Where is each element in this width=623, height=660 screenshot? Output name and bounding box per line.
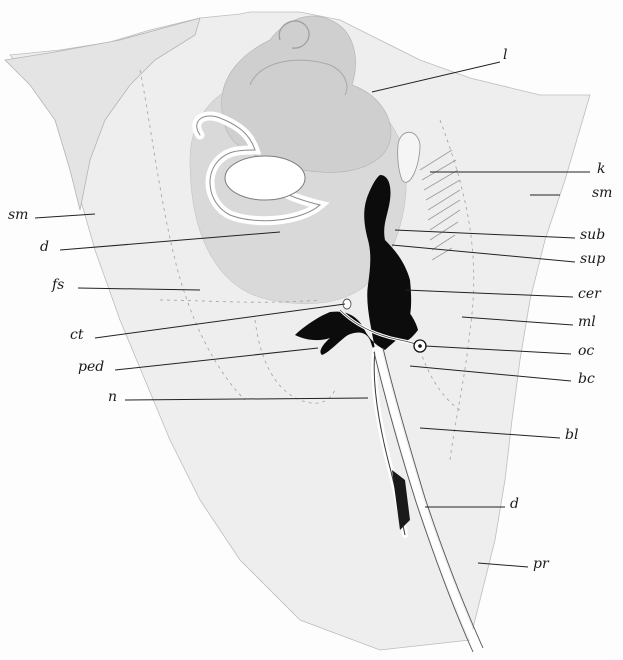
label-ped: ped (78, 360, 104, 374)
label-l: l (503, 48, 507, 62)
duct-loop (225, 156, 305, 200)
statolith (418, 344, 422, 348)
label-cer: cer (578, 287, 601, 301)
label-bc: bc (578, 372, 595, 386)
label-ml: ml (578, 315, 596, 329)
label-n: n (108, 390, 117, 404)
label-sm-left: sm (8, 208, 28, 222)
label-pr: pr (533, 557, 549, 571)
label-k: k (597, 162, 605, 176)
label-fs: fs (52, 278, 64, 292)
label-d-right: d (510, 497, 519, 511)
label-sm-right: sm (592, 186, 612, 200)
label-d-left: d (40, 240, 49, 254)
label-ct: ct (70, 328, 83, 342)
label-sub: sub (580, 228, 605, 242)
label-bl: bl (565, 428, 578, 442)
label-oc: oc (578, 344, 594, 358)
label-sup: sup (580, 252, 605, 266)
